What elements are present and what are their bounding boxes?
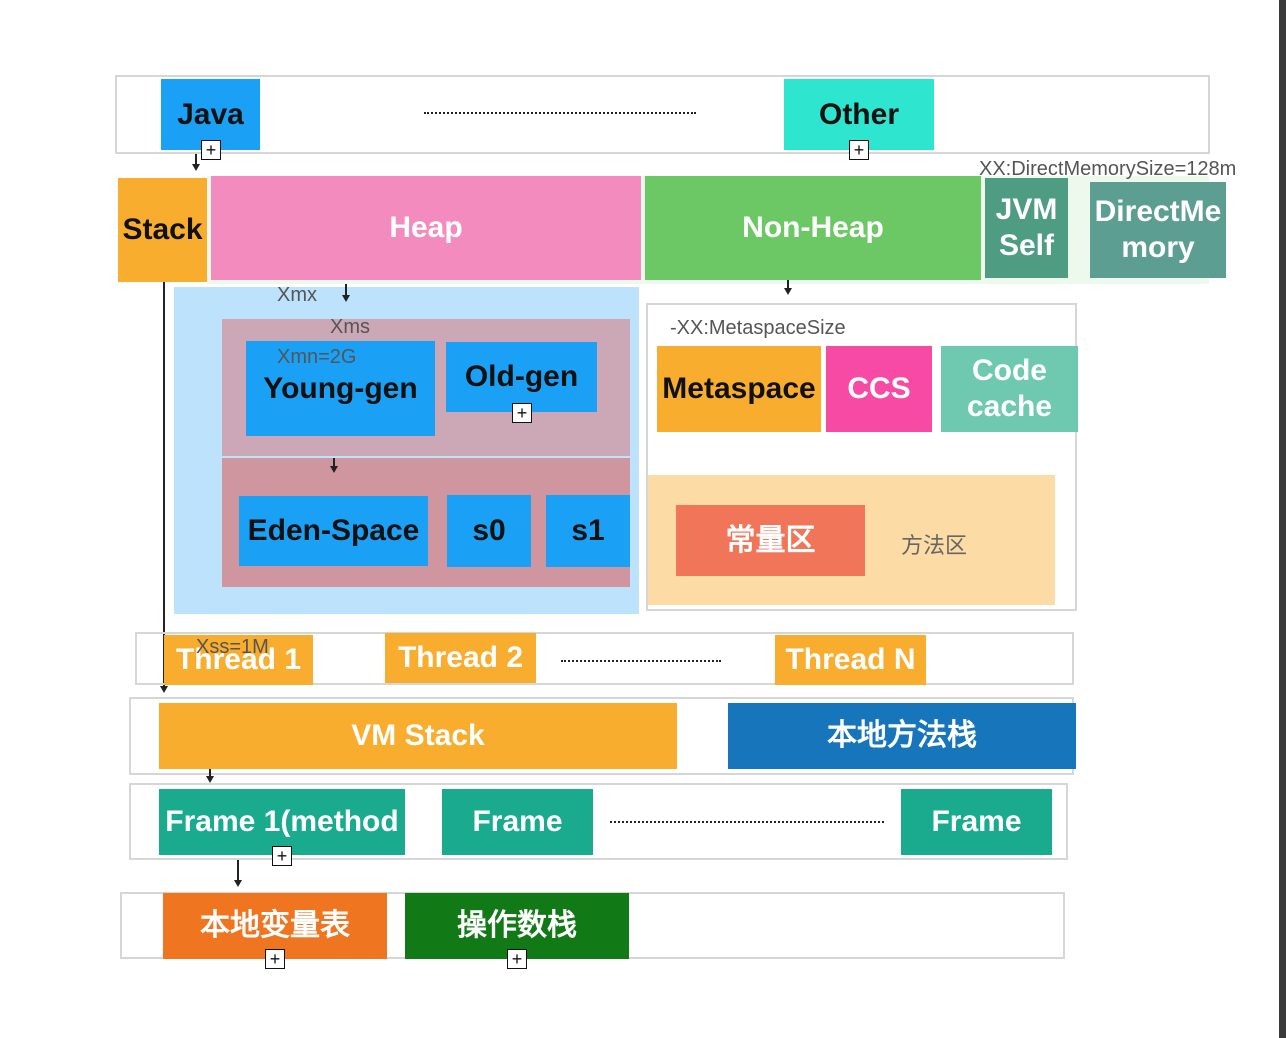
frame-3-box[interactable]: Frame <box>901 789 1052 855</box>
method-area-label: 方法区 <box>901 533 968 558</box>
arrow-line <box>209 769 211 777</box>
ellipsis-dots <box>610 821 884 823</box>
arrow-head <box>784 288 792 295</box>
heap-box[interactable]: Heap <box>211 176 641 280</box>
arrow-head <box>192 164 200 171</box>
constant-pool-box[interactable]: 常量区 <box>676 505 865 576</box>
thread-2-box[interactable]: Thread 2 <box>385 633 536 683</box>
arrow-line <box>195 154 197 165</box>
local-vars-box[interactable]: 本地变量表 <box>163 893 387 959</box>
non-heap-detail-frame <box>646 303 1077 611</box>
thread-n-box[interactable]: Thread N <box>775 635 926 685</box>
xms-label: Xms <box>330 316 370 338</box>
expand-local-vars-icon[interactable]: + <box>265 949 285 969</box>
arrow-head <box>330 466 338 473</box>
old-gen-box[interactable]: Old-gen <box>446 342 597 412</box>
arrow-head <box>342 295 350 302</box>
metaspace-size-label: -XX:MetaspaceSize <box>670 317 846 339</box>
xmx-label: Xmx <box>277 284 317 306</box>
direct-memory-box[interactable]: DirectMe mory <box>1090 182 1226 278</box>
jvm-self-box[interactable]: JVM Self <box>985 178 1068 278</box>
xss-label: Xss=1M <box>196 636 269 658</box>
s1-box[interactable]: s1 <box>546 495 630 567</box>
expand-other-icon[interactable]: + <box>849 140 869 160</box>
arrow-head <box>160 686 168 693</box>
code-cache-box[interactable]: Code cache <box>941 346 1078 432</box>
ellipsis-dots <box>424 112 696 114</box>
scrollbar-track[interactable] <box>1279 0 1286 1038</box>
process-row-frame <box>115 75 1210 154</box>
other-box[interactable]: Other <box>784 79 934 150</box>
operand-stack-box[interactable]: 操作数栈 <box>405 893 629 959</box>
frame-1-box[interactable]: Frame 1(method <box>159 789 405 855</box>
native-method-stack-box[interactable]: 本地方法栈 <box>728 703 1076 769</box>
expand-old-gen-icon[interactable]: + <box>512 403 532 423</box>
arrow-line <box>237 860 239 881</box>
threads-row-frame <box>135 632 1074 685</box>
thread-1-box[interactable]: Thread 1 <box>164 635 313 685</box>
expand-operand-stack-icon[interactable]: + <box>507 949 527 969</box>
stack-box[interactable]: Stack <box>118 178 207 282</box>
stack-arrow-line <box>163 282 165 686</box>
ccs-box[interactable]: CCS <box>826 346 932 432</box>
eden-space-box[interactable]: Eden-Space <box>239 496 428 566</box>
arrow-line <box>345 284 347 296</box>
frames-row-frame <box>129 783 1068 860</box>
xmn-label: Xmn=2G <box>277 346 357 368</box>
java-box[interactable]: Java <box>161 79 260 150</box>
frame-2-box[interactable]: Frame <box>442 789 593 855</box>
s0-box[interactable]: s0 <box>447 495 531 567</box>
expand-frame-icon[interactable]: + <box>272 846 292 866</box>
expand-java-icon[interactable]: + <box>201 140 221 160</box>
vm-stack-box[interactable]: VM Stack <box>159 703 677 769</box>
arrow-head <box>234 880 242 887</box>
arrow-line <box>787 280 789 289</box>
non-heap-box[interactable]: Non-Heap <box>645 176 981 280</box>
arrow-head <box>206 776 214 783</box>
ellipsis-dots <box>561 660 721 662</box>
direct-memory-size-label: XX:DirectMemorySize=128m <box>979 158 1237 180</box>
young-gen-box[interactable]: Young-gen <box>246 341 435 436</box>
metaspace-box[interactable]: Metaspace <box>657 346 821 432</box>
arrow-line <box>333 458 335 467</box>
